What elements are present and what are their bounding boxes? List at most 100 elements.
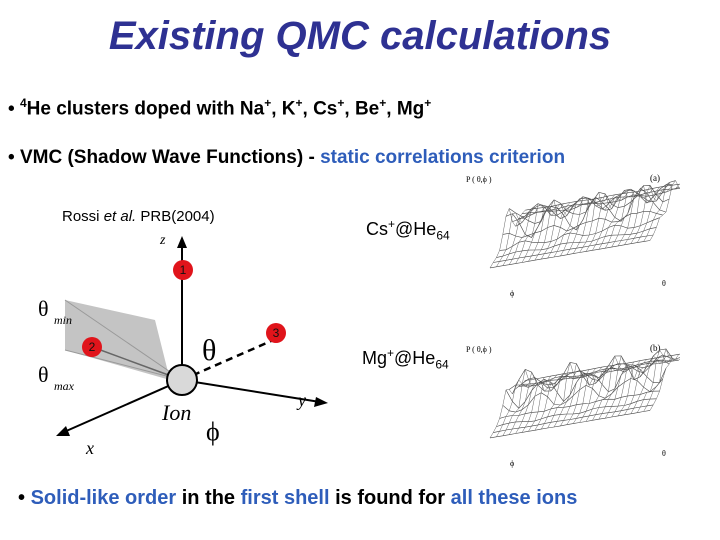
theta-max-label: θ: [38, 362, 49, 387]
mesh-line: [512, 348, 673, 395]
separator: ,: [302, 98, 314, 120]
conclusion-part: in the: [176, 487, 241, 509]
conclusion-part: first shell: [240, 487, 330, 509]
mesh-line: [585, 193, 622, 252]
slide-title: Existing QMC calculations: [108, 14, 612, 58]
x-label: x: [85, 438, 94, 458]
mesh-line: [624, 185, 660, 245]
bullet2-text: VMC (Shadow Wave Functions) -: [19, 147, 321, 168]
mg-label: Mg+@He64: [362, 346, 449, 372]
mesh-line: [649, 180, 680, 241]
mesh-line: [624, 357, 660, 415]
mesh-surface: [489, 348, 680, 439]
plot-axis-label: P ( θ,ϕ ): [466, 345, 492, 354]
mesh-line: [560, 196, 596, 257]
phi-label: ϕ: [206, 417, 220, 446]
mesh-line: [604, 360, 641, 419]
mesh-line: [617, 358, 654, 417]
bullet-symbol: •: [8, 147, 15, 168]
mesh-line: [489, 240, 651, 269]
mesh-line: [502, 211, 663, 238]
y-arrow-icon: [314, 397, 328, 407]
plot-axis-label: P ( θ,ϕ ): [466, 175, 492, 184]
mesh-line: [489, 207, 526, 269]
mesh-line: [598, 189, 635, 250]
mesh-line: [505, 364, 667, 409]
surface-plot-mg: P ( θ,ϕ ) (b) ϕ θ: [466, 343, 680, 468]
atom-count: 64: [435, 357, 449, 372]
mesh-line: [617, 188, 654, 247]
ion-k: K: [281, 98, 296, 120]
theta-max-sub: max: [54, 379, 75, 393]
mesh-line: [547, 361, 584, 429]
mesh-line: [649, 357, 680, 411]
coordinate-diagram: z y x Ion θ ϕ θ min θ max: [38, 233, 328, 458]
bullet-vmc: • VMC (Shadow Wave Functions) - static c…: [8, 147, 565, 169]
mesh-line: [579, 191, 615, 253]
x-arrow-icon: [56, 426, 70, 436]
panel-label: (a): [650, 173, 660, 183]
ion-be: Be: [354, 98, 380, 120]
species: Mg: [362, 348, 388, 368]
mesh-line: [515, 203, 552, 264]
mesh-line: [630, 184, 667, 244]
mesh-line: [611, 359, 647, 418]
mesh-line: [611, 189, 647, 248]
mesh-line: [585, 363, 622, 422]
cs-label: Cs+@He64: [366, 217, 450, 243]
mesh-line: [643, 182, 680, 242]
mesh-line: [540, 201, 577, 260]
z-label: z: [159, 233, 166, 248]
mesh-line: [493, 404, 654, 433]
plot-y-axis: θ: [662, 279, 666, 288]
theta-min-label: θ: [38, 296, 49, 321]
mesh-line: [525, 353, 680, 381]
mesh-line: [598, 355, 635, 420]
mesh-line: [579, 364, 615, 423]
mesh-surface: [489, 180, 680, 269]
mesh-line: [525, 183, 680, 211]
bullet-symbol: •: [8, 98, 15, 120]
separator: ,: [344, 98, 355, 120]
cone-region: [65, 300, 170, 380]
mesh-line: [489, 380, 526, 439]
ref-author: Rossi: [62, 208, 104, 225]
charge: +: [337, 96, 345, 110]
mesh-line: [547, 200, 583, 259]
charge: +: [387, 346, 395, 360]
mesh-line: [572, 365, 609, 424]
y-label: y: [296, 390, 306, 410]
marker-3: 3: [266, 323, 286, 343]
mesh-line: [496, 208, 532, 267]
theta-min-line: [64, 299, 183, 381]
charge: +: [388, 217, 396, 231]
mesh-line: [509, 184, 670, 224]
atom-count: 64: [436, 228, 450, 243]
separator: ,: [386, 98, 397, 120]
mass-number: 4: [19, 96, 27, 110]
mesh-line: [499, 390, 660, 419]
plot-x-axis: ϕ: [510, 459, 514, 468]
mesh-line: [630, 355, 667, 414]
mesh-line: [489, 410, 651, 439]
y-axis: [181, 379, 321, 403]
theta-max-line: [64, 349, 183, 381]
ion-na: Na: [239, 98, 265, 120]
z-arrow-icon: [177, 236, 187, 248]
ion-mg: Mg: [396, 98, 425, 120]
theta-label: θ: [202, 334, 216, 367]
bullet-conclusion: • Solid-like order in the first shell is…: [18, 487, 577, 510]
marker-2: 2: [82, 337, 102, 357]
ref-journal: PRB(2004): [136, 208, 215, 225]
mesh-line: [515, 375, 552, 434]
species: Cs: [366, 219, 388, 239]
charge: +: [424, 96, 432, 110]
mesh-line: [560, 368, 596, 427]
mesh-line: [493, 234, 654, 263]
mesh-line: [499, 217, 660, 251]
mesh-line: [572, 195, 609, 254]
conclusion-part: Solid-like order: [30, 487, 177, 509]
mesh-line: [496, 227, 657, 258]
mesh-line: [553, 198, 590, 258]
at-he: @He: [394, 348, 436, 368]
